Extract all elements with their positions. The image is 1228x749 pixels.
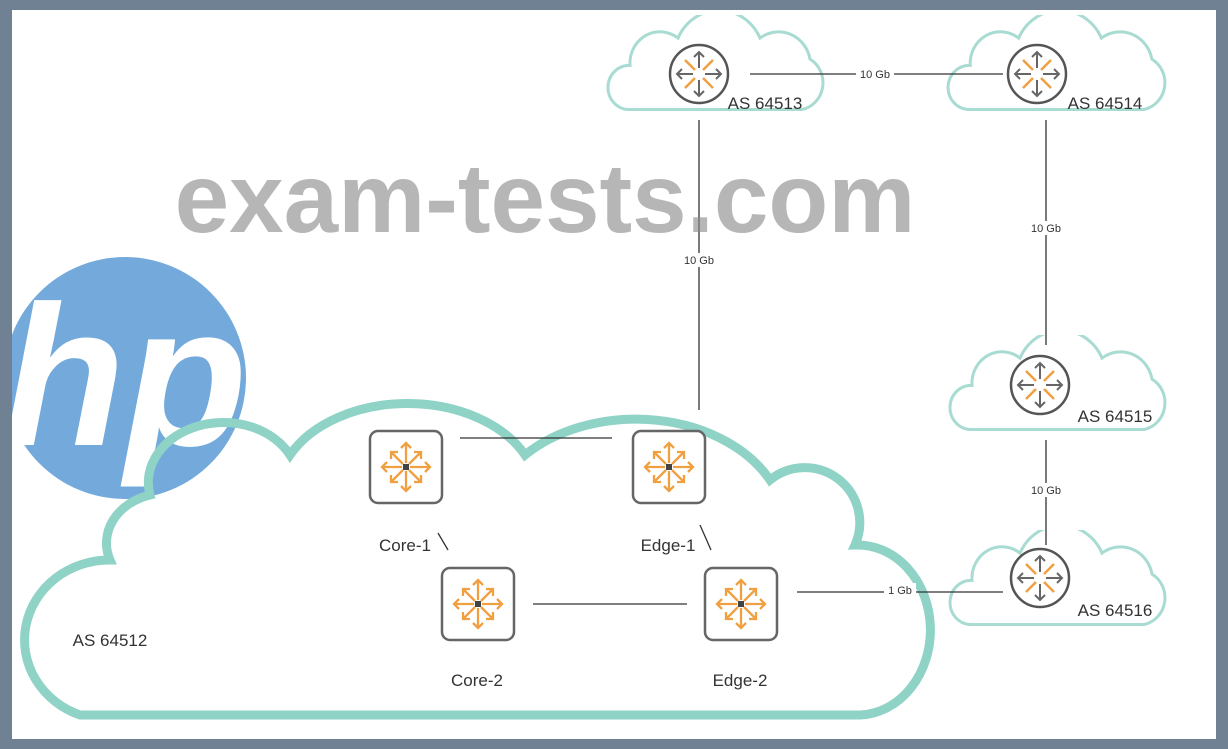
as64515-label: AS 64515: [1078, 407, 1153, 426]
as64514-label: AS 64514: [1068, 94, 1143, 113]
watermark-text: exam-tests.com: [175, 143, 916, 253]
speed-label: 10 Gb: [1031, 485, 1061, 497]
edge2-label: Edge-2: [713, 671, 768, 690]
router-icon[interactable]: [668, 43, 730, 105]
switch-icon-core2[interactable]: [440, 566, 516, 642]
hp-logo-text: hp: [12, 265, 247, 488]
as64512-label: AS 64512: [73, 631, 148, 650]
speed-label: 1 Gb: [888, 585, 912, 597]
speed-label: 10 Gb: [684, 255, 714, 267]
link-core1-stub: [437, 532, 449, 551]
router-icon[interactable]: [1009, 547, 1071, 609]
speed-label: 10 Gb: [1031, 223, 1061, 235]
switch-icon-core1[interactable]: [368, 429, 444, 505]
as64516-label: AS 64516: [1078, 601, 1153, 620]
switch-icon-edge1[interactable]: [631, 429, 707, 505]
hp-logo: hp: [12, 257, 247, 499]
as64512-cloud: [20, 399, 935, 720]
core1-label: Core-1: [379, 536, 431, 555]
router-icon[interactable]: [1009, 354, 1071, 416]
network-diagram: hp exam-tests.com 10 Gb 10 Gb 10 Gb 10 G…: [12, 10, 1216, 739]
speed-label: 10 Gb: [860, 69, 890, 81]
router-icon[interactable]: [1006, 43, 1068, 105]
as64513-label: AS 64513: [728, 94, 803, 113]
switch-icon-edge2[interactable]: [703, 566, 779, 642]
diagram-svg: hp exam-tests.com 10 Gb 10 Gb 10 Gb 10 G…: [12, 15, 1167, 720]
link-edge1-stub: [699, 524, 712, 551]
core2-label: Core-2: [451, 671, 503, 690]
edge1-label: Edge-1: [641, 536, 696, 555]
